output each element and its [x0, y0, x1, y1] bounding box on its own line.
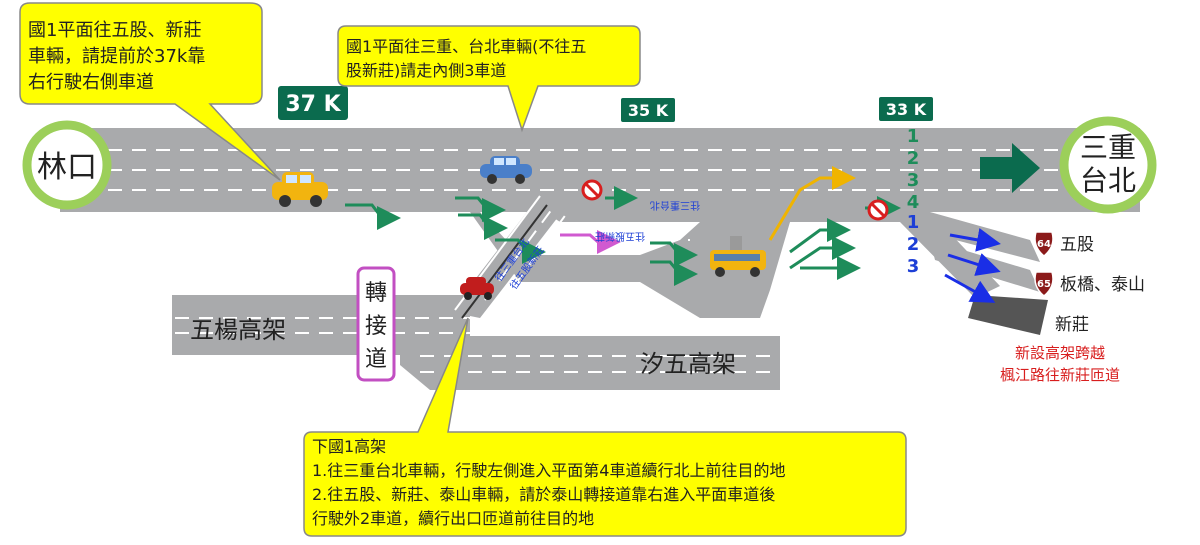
arrow-blue-icon — [944, 273, 996, 303]
exit-wugu: 64 五股 — [1034, 231, 1094, 257]
route-shield-icon — [1034, 271, 1054, 297]
shield-64-number: 64 — [1037, 239, 1051, 250]
km-marker-35-label: 35 K — [628, 101, 669, 120]
inner-lane-1: 1 — [907, 126, 920, 147]
route-shield-icon — [1034, 231, 1054, 257]
direction-arrow-icon — [980, 143, 1040, 193]
connector-char-2: 接 — [365, 314, 387, 339]
destination-line1: 三重 — [1080, 131, 1136, 164]
arrow-green-icon — [650, 241, 698, 267]
callout-top-left: 國1平面往五股、新莊 車輛，請提前於37k靠 右行駛右側車道 — [19, 2, 281, 181]
callout-bottom-line1: 1.往三重台北車輛，行駛左側進入平面第4車道續行北上前往目的地 — [312, 461, 785, 480]
km-marker-33-label: 33 K — [886, 100, 927, 119]
outer-lane-1: 1 — [907, 212, 920, 233]
arrow-blue-icon — [947, 253, 1001, 276]
callout-bottom: 下國1高架 1.往三重台北車輛，行駛左側進入平面第4車道續行北上前往目的地 2.… — [303, 317, 907, 537]
inner-lane-2: 2 — [907, 148, 920, 169]
upper-branch-marking: 往三重台北 — [650, 199, 700, 212]
new-ramp-note-line1: 新設高架跨越 — [1015, 344, 1105, 362]
km-marker-33: 33 K — [877, 95, 935, 123]
origin-linkou: 林口 — [22, 120, 112, 210]
exit-wugu-label: 五股 — [1060, 235, 1094, 255]
inner-lane-4: 4 — [907, 192, 920, 213]
outer-lane-2: 2 — [907, 234, 920, 255]
exit-banqiao-taishan: 65 板橋、泰山 — [1034, 271, 1145, 297]
middle-branch-marking: 往五股新莊 — [595, 230, 645, 243]
red-car-icon — [460, 277, 494, 300]
arrow-green-icon — [495, 238, 546, 264]
xinzhuang-ramp — [968, 295, 1048, 335]
callout-top-middle-line2: 股新莊)請走內側3車道 — [346, 61, 506, 80]
shield-65-number: 65 — [1037, 279, 1051, 290]
callout-top-left-line2: 車輛，請提前於37k靠 — [28, 46, 205, 67]
connector-road-box: 轉 接 道 — [356, 266, 396, 382]
exit-xinzhuang-label: 新莊 — [1055, 315, 1089, 335]
connector-char-1: 轉 — [365, 281, 387, 306]
middle-collector — [340, 212, 790, 318]
callout-top-left-line1: 國1平面往五股、新莊 — [28, 20, 201, 41]
km-marker-35: 35 K — [619, 96, 677, 124]
arrow-green-icon — [789, 218, 851, 254]
arrow-green-icon — [789, 236, 856, 270]
arrow-green-icon — [345, 203, 401, 230]
arrow-green-icon — [458, 213, 508, 240]
km-marker-37: 37 K — [276, 84, 350, 122]
no-entry-sign-icon — [867, 199, 889, 221]
new-ramp-note-line2: 楓江路往新莊匝道 — [1000, 366, 1120, 384]
inner-lane-3: 3 — [907, 170, 920, 191]
exit-banqiao-label: 板橋、泰山 — [1060, 275, 1145, 295]
arrow-orange-icon — [768, 166, 856, 241]
callout-bottom-title: 下國1高架 — [312, 437, 386, 456]
callout-bottom-line3: 行駛外2車道，續行出口匝道前往目的地 — [312, 509, 594, 528]
blue-flow-arrows — [944, 228, 1001, 303]
destination-sanchong-taipei: 三重 台北 — [1059, 116, 1157, 214]
origin-label: 林口 — [37, 150, 97, 185]
yellow-car-icon — [272, 172, 328, 207]
wuyang-viaduct-label: 五楊高架 — [190, 316, 286, 344]
km-marker-37-label: 37 K — [285, 92, 341, 117]
arrow-green-icon — [455, 196, 506, 222]
no-entry-sign-icon — [581, 179, 603, 201]
callout-top-left-line3: 右行駛右側車道 — [28, 72, 154, 93]
xiwu-viaduct-label: 汐五高架 — [640, 350, 736, 378]
destination-line2: 台北 — [1080, 164, 1136, 197]
arrow-pink-icon — [560, 230, 621, 254]
arrow-blue-icon — [949, 228, 1001, 252]
outer-lane-3: 3 — [907, 256, 920, 277]
bus-icon — [710, 236, 766, 277]
arrow-green-icon — [650, 260, 698, 286]
callout-bottom-line2: 2.往五股、新莊、泰山車輛，請於泰山轉接道靠右進入平面車道後 — [312, 485, 775, 504]
callout-top-middle-line1: 國1平面往三重、台北車輛(不往五 — [346, 37, 586, 56]
callout-top-middle: 國1平面往三重、台北車輛(不往五 股新莊)請走內側3車道 — [337, 25, 641, 133]
blue-car-icon — [480, 156, 532, 184]
road-network — [60, 128, 1140, 390]
ramp-shadow-line — [461, 204, 548, 319]
outer-lane-numbers: 1 2 3 — [907, 212, 920, 277]
xiwu-viaduct — [400, 336, 780, 390]
inner-lane-numbers: 1 2 3 4 — [907, 126, 920, 213]
connector-char-3: 道 — [365, 347, 387, 372]
